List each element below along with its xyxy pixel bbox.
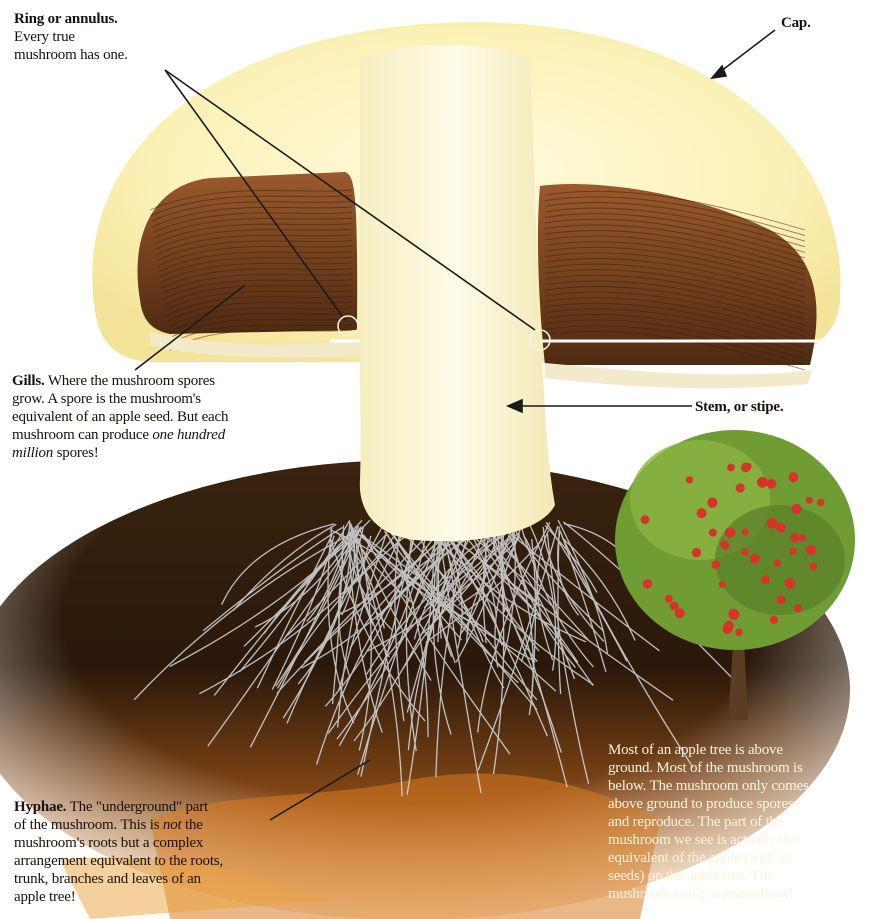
apple <box>686 476 693 483</box>
cap-label: Cap. <box>781 14 811 32</box>
apple <box>735 628 743 636</box>
apple <box>817 499 824 506</box>
apple <box>712 560 721 569</box>
apple <box>643 579 652 588</box>
apple <box>709 529 717 537</box>
ring-desc-1: Every true <box>14 28 128 46</box>
apple <box>741 548 749 556</box>
apple <box>665 595 673 603</box>
apple <box>806 497 813 504</box>
apple <box>761 575 770 584</box>
apple <box>736 483 745 492</box>
apple <box>707 498 717 508</box>
apple <box>789 472 799 482</box>
apple <box>692 548 701 557</box>
apple <box>722 542 730 550</box>
ring-title: Ring or annulus. <box>14 10 128 28</box>
apple <box>723 624 733 634</box>
apple <box>767 479 777 489</box>
stem-title: Stem, or stipe. <box>695 399 783 415</box>
apple <box>777 595 786 604</box>
apple <box>785 578 796 589</box>
apple <box>744 463 752 471</box>
gills-label: Gills. Where the mushroom spores grow. A… <box>12 372 228 462</box>
apple <box>719 581 726 588</box>
apple <box>742 529 749 536</box>
apple <box>774 560 782 568</box>
gills-title: Gills. <box>12 373 45 389</box>
hyphae-title: Hyphae. <box>14 799 66 815</box>
apple <box>790 533 800 543</box>
apple <box>641 515 650 524</box>
ring-desc-2: mushroom has one. <box>14 46 128 64</box>
apple <box>806 545 816 555</box>
cap-title: Cap. <box>781 15 811 31</box>
apple <box>799 534 806 541</box>
hyphae-label: Hyphae. The "underground" part of the mu… <box>14 798 223 906</box>
apple-tree-note: Most of an apple tree is above ground. M… <box>608 741 809 903</box>
stem <box>359 45 555 541</box>
apple <box>697 508 707 518</box>
apple <box>767 518 778 529</box>
apple <box>809 563 817 571</box>
apple <box>750 554 760 564</box>
apple <box>789 548 797 556</box>
ring-label: Ring or annulus. Every true mushroom has… <box>14 10 128 64</box>
apple <box>670 602 679 611</box>
apple <box>727 464 735 472</box>
apple <box>791 504 801 514</box>
apple <box>725 527 736 538</box>
apple <box>757 477 768 488</box>
apple <box>770 616 778 624</box>
apple <box>794 604 802 612</box>
stem-label: Stem, or stipe. <box>695 398 783 416</box>
apple <box>728 609 739 620</box>
